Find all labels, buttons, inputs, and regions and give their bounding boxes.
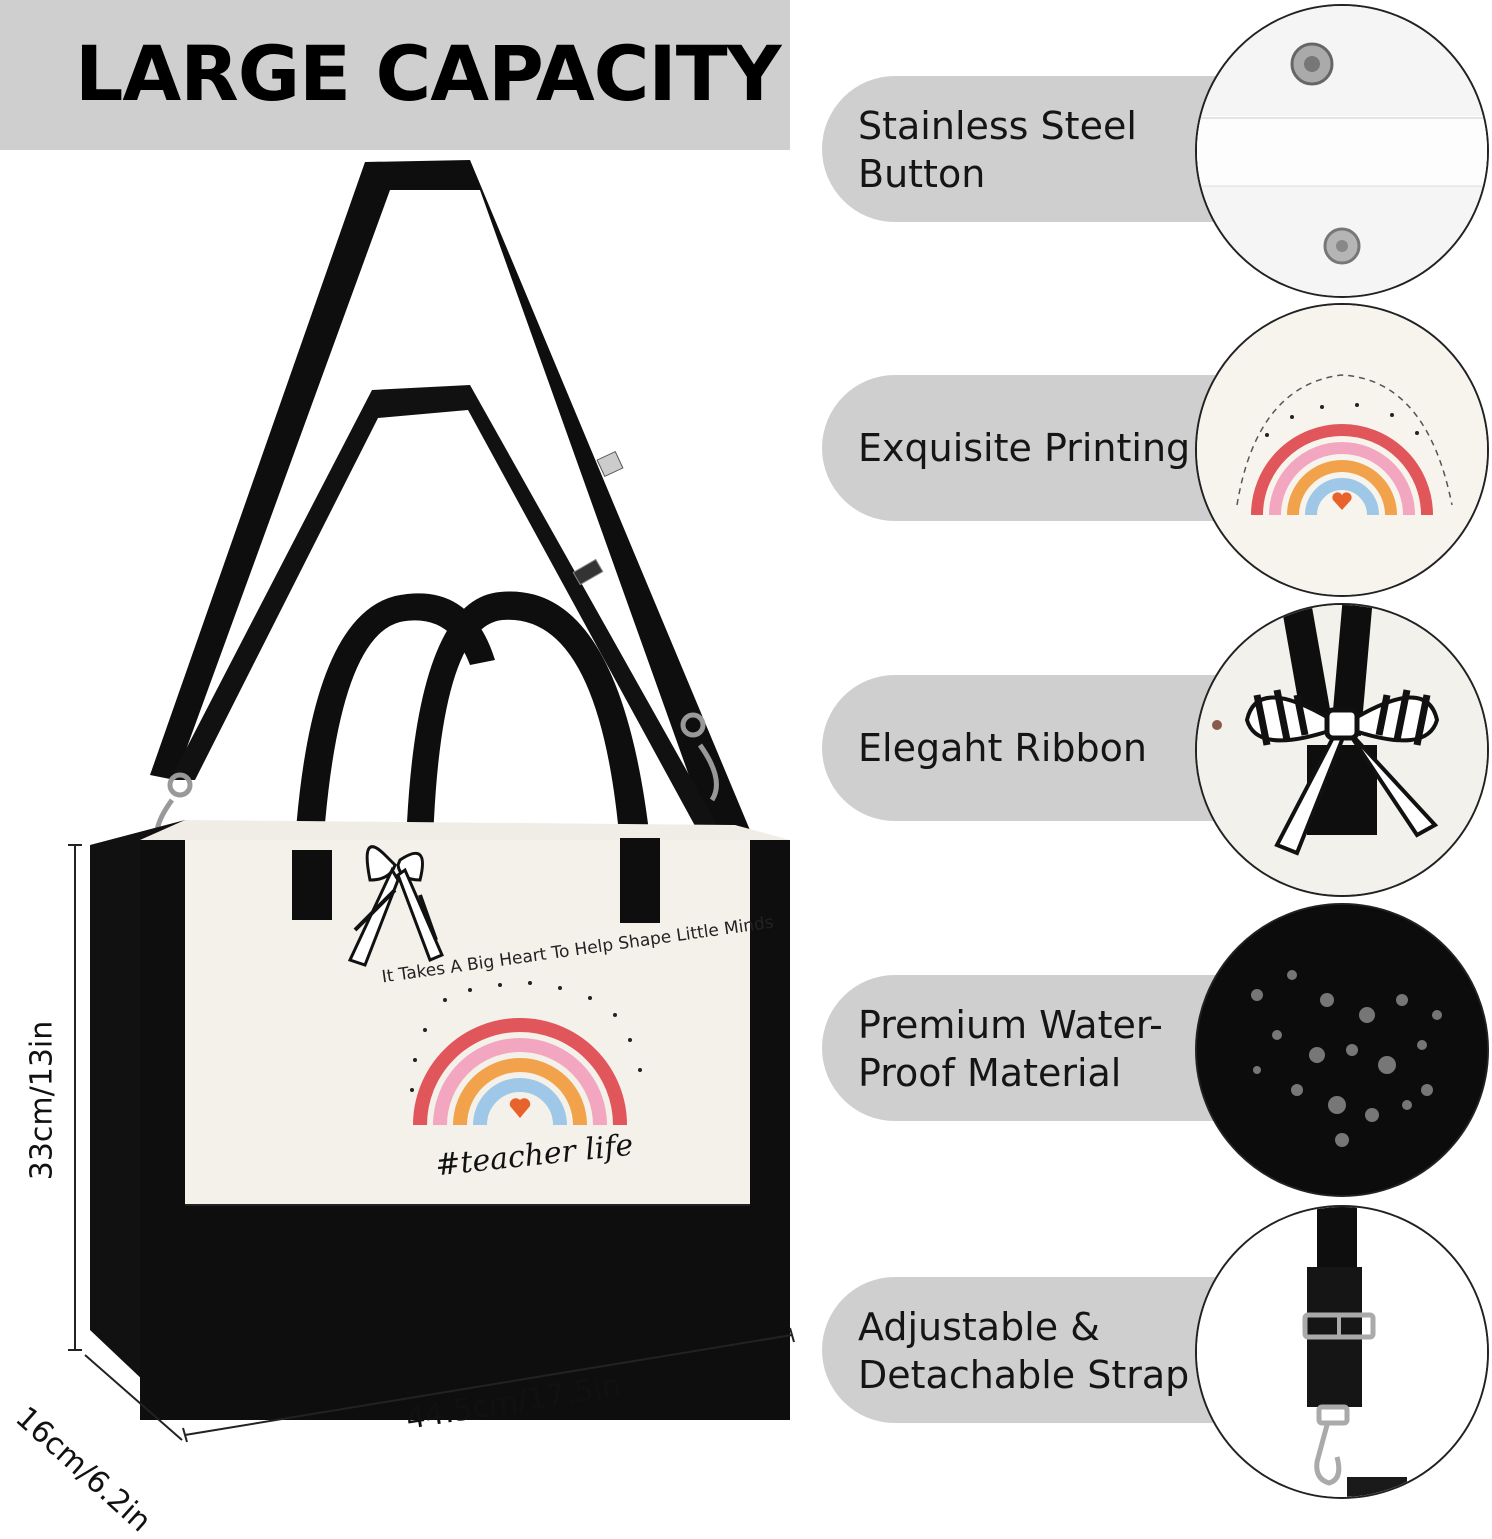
- height-label: 33cm/13in: [24, 1020, 60, 1181]
- handle-left: [292, 593, 495, 905]
- rainbow-print-icon: [1251, 424, 1433, 516]
- feature-label-button: Stainless Steel Button: [858, 104, 1137, 196]
- width-dimension-line: [182, 1327, 795, 1443]
- right-swivel-hook: [680, 712, 719, 802]
- feature-photo-waterproof: [1195, 903, 1489, 1197]
- heart-icon: [509, 1098, 531, 1118]
- depth-dimension-line: [84, 1354, 183, 1441]
- height-dimension-line: [68, 844, 82, 1351]
- ribbon-bow-icon: [1244, 689, 1440, 856]
- magnetic-button-icon: [1290, 42, 1361, 265]
- feature-label-printing: Exquisite Printing: [858, 426, 1191, 470]
- feature-photo-printing: [1195, 303, 1489, 597]
- rainbow-print: [413, 1018, 627, 1126]
- feature-photo-button: [1195, 4, 1489, 298]
- water-drops-icon: [1251, 970, 1442, 1147]
- feature-label-ribbon: Elegaht Ribbon: [858, 726, 1147, 770]
- rainbow-dots: [410, 981, 642, 1092]
- ribbon-bow: [347, 845, 444, 967]
- strap-buckle-icon: [1302, 1312, 1376, 1340]
- bag-back-rim: [140, 820, 790, 840]
- feature-label-waterproof: Premium Water-Proof Material: [858, 1003, 1163, 1095]
- handle-right: [405, 591, 650, 905]
- feature-label-strap: Adjustable & Detachable Strap: [858, 1305, 1190, 1397]
- title-banner: [0, 0, 790, 150]
- strap-buckle: [596, 450, 624, 478]
- tote-bag-illustration: [68, 160, 795, 1443]
- shoulder-strap: [150, 160, 752, 840]
- page-title: LARGE CAPACITY: [75, 29, 782, 118]
- feature-photo-strap: [1195, 1205, 1489, 1499]
- feature-photo-ribbon: [1195, 603, 1489, 897]
